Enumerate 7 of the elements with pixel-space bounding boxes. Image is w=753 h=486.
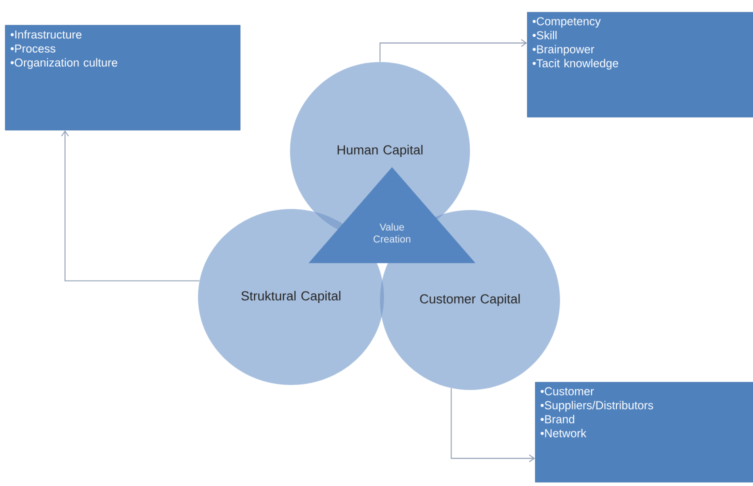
value-triangle: Value Creation	[308, 167, 476, 264]
connector-arrow	[380, 39, 527, 62]
text-box: •Infrastructure •Process •Organization culture	[5, 24, 240, 130]
text-box: •Competency •Skill •Brainpower •Tacit knowledge	[527, 12, 753, 118]
connector-arrow	[450, 388, 535, 462]
connector-arrow	[61, 130, 200, 282]
text-box: •Customer •Suppliers/Distributors •Brand •Network	[535, 382, 753, 482]
